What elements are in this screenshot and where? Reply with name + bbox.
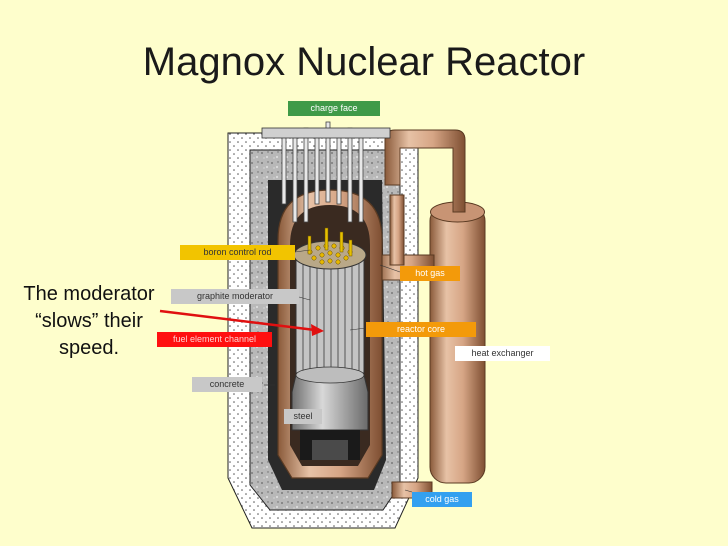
label-cold-gas: cold gas xyxy=(412,492,472,507)
label-steel: steel xyxy=(284,409,322,424)
charge-face-slab xyxy=(261,127,391,139)
note-line-3: speed. xyxy=(58,337,120,359)
label-heat-exchanger: heat exchanger xyxy=(455,346,550,361)
label-graphite-moderator: graphite moderator xyxy=(171,289,299,304)
label-concrete: concrete xyxy=(192,377,262,392)
moderator-arrow xyxy=(159,309,324,336)
label-hot-gas: hot gas xyxy=(400,266,460,281)
graphite-core xyxy=(295,254,365,374)
label-boron-control-rod: boron control rod xyxy=(180,245,295,260)
label-fuel-element-channel: fuel element channel xyxy=(157,332,272,347)
label-reactor-core: reactor core xyxy=(366,322,476,337)
note-line-1: The moderator xyxy=(23,283,155,305)
moderator-note: The moderator “slows” their speed. xyxy=(4,281,174,362)
heat-exchanger-drum xyxy=(429,204,486,484)
label-charge-face: charge face xyxy=(288,101,380,116)
page-title: Magnox Nuclear Reactor xyxy=(142,40,586,84)
note-line-2: “slows” their xyxy=(35,310,143,332)
